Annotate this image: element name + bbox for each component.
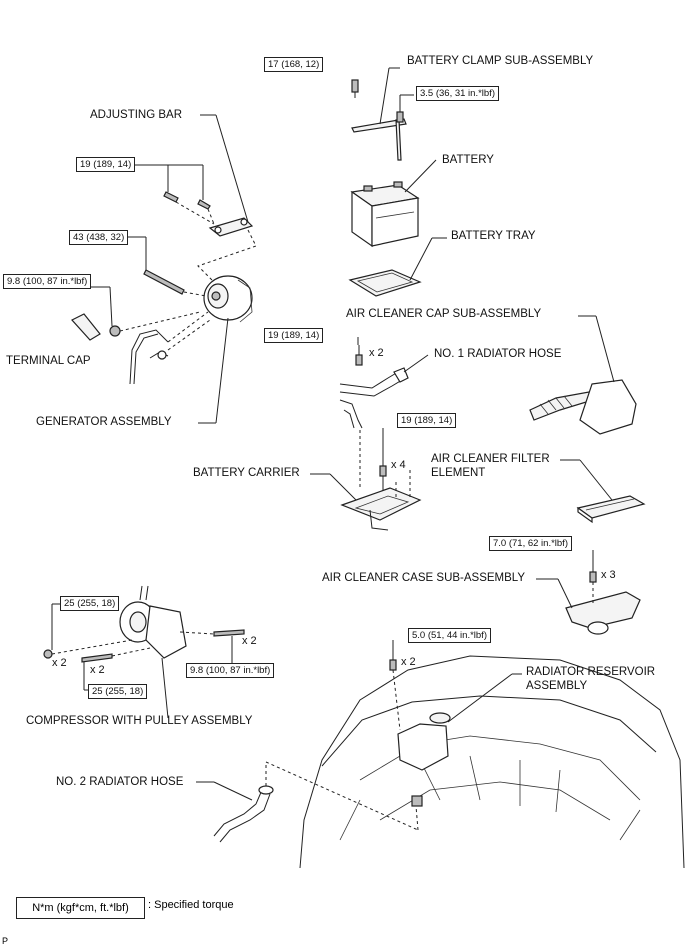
qty-compressor-stud: x 2	[242, 635, 257, 647]
qty-compressor-left: x 2	[52, 657, 67, 669]
qty-compressor-lower: x 2	[90, 664, 105, 676]
label-battery: BATTERY	[442, 154, 494, 166]
label-air-cleaner-filter-line1: AIR CLEANER FILTER	[431, 453, 550, 465]
battery-tray-drawing	[348, 237, 447, 297]
qty-case-bolts: x 3	[601, 569, 616, 581]
qty-carrier-bolts: x 4	[391, 459, 406, 471]
torque-box-compressor-bolt-lower: 25 (255, 18)	[88, 684, 148, 699]
torque-box-carrier-bolts: 19 (189, 14)	[397, 413, 457, 428]
adjusting-bar-drawing	[133, 114, 257, 283]
torque-box-clamp-bolt: 17 (168, 12)	[264, 57, 324, 72]
radiator-hose-1-drawing	[339, 337, 429, 429]
torque-box-compressor-bolt-left: 25 (255, 18)	[60, 596, 120, 611]
label-no1-radiator-hose: NO. 1 RADIATOR HOSE	[434, 348, 562, 360]
battery-clamp-drawing	[351, 67, 414, 161]
torque-box-reservoir-bolts: 5.0 (51, 44 in.*lbf)	[408, 628, 491, 643]
torque-box-hose-bolt: 19 (189, 14)	[264, 328, 324, 343]
label-compressor: COMPRESSOR WITH PULLEY ASSEMBLY	[26, 715, 253, 727]
label-air-cleaner-filter-line2: ELEMENT	[431, 467, 486, 479]
radiator-hose-2-drawing	[196, 761, 419, 843]
generator-drawing	[60, 236, 253, 424]
label-air-cleaner-case: AIR CLEANER CASE SUB-ASSEMBLY	[322, 572, 526, 584]
battery-carrier-drawing	[310, 428, 422, 531]
label-no2-radiator-hose: NO. 2 RADIATOR HOSE	[56, 776, 184, 788]
air-cleaner-case-drawing	[536, 550, 641, 635]
label-radiator-reservoir-line1: RADIATOR RESERVOIR	[526, 666, 656, 678]
label-air-cleaner-cap: AIR CLEANER CAP SUB-ASSEMBLY	[346, 308, 542, 320]
label-battery-carrier: BATTERY CARRIER	[193, 467, 300, 479]
torque-box-clamp-nut: 3.5 (36, 31 in.*lbf)	[416, 86, 499, 101]
qty-reservoir-bolts: x 2	[401, 656, 416, 668]
label-battery-tray: BATTERY TRAY	[451, 230, 536, 242]
label-terminal-cap: TERMINAL CAP	[6, 355, 91, 367]
legend-description: : Specified torque	[148, 899, 234, 911]
compressor-drawing	[43, 585, 245, 719]
engine-bay-drawing	[299, 640, 685, 869]
qty-hose-bolt: x 2	[369, 347, 384, 359]
label-radiator-reservoir-line2: ASSEMBLY	[526, 680, 588, 692]
air-filter-drawing	[560, 459, 646, 524]
legend-torque-unit-box: N*m (kgf*cm, ft.*lbf)	[16, 897, 145, 919]
air-cleaner-cap-drawing	[529, 315, 637, 435]
torque-box-compressor-stud: 9.8 (100, 87 in.*lbf)	[186, 663, 275, 678]
torque-box-generator-bolt: 43 (438, 32)	[69, 230, 129, 245]
torque-box-terminal-nut: 9.8 (100, 87 in.*lbf)	[3, 274, 92, 289]
battery-drawing	[350, 159, 437, 248]
label-adjusting-bar: ADJUSTING BAR	[90, 109, 183, 121]
corner-mark: P	[2, 936, 9, 946]
torque-box-case-bolts: 7.0 (71, 62 in.*lbf)	[489, 536, 572, 551]
torque-box-adjusting-bar-bolts: 19 (189, 14)	[76, 157, 136, 172]
label-battery-clamp: BATTERY CLAMP SUB-ASSEMBLY	[407, 55, 594, 67]
label-generator-assembly: GENERATOR ASSEMBLY	[36, 416, 172, 428]
